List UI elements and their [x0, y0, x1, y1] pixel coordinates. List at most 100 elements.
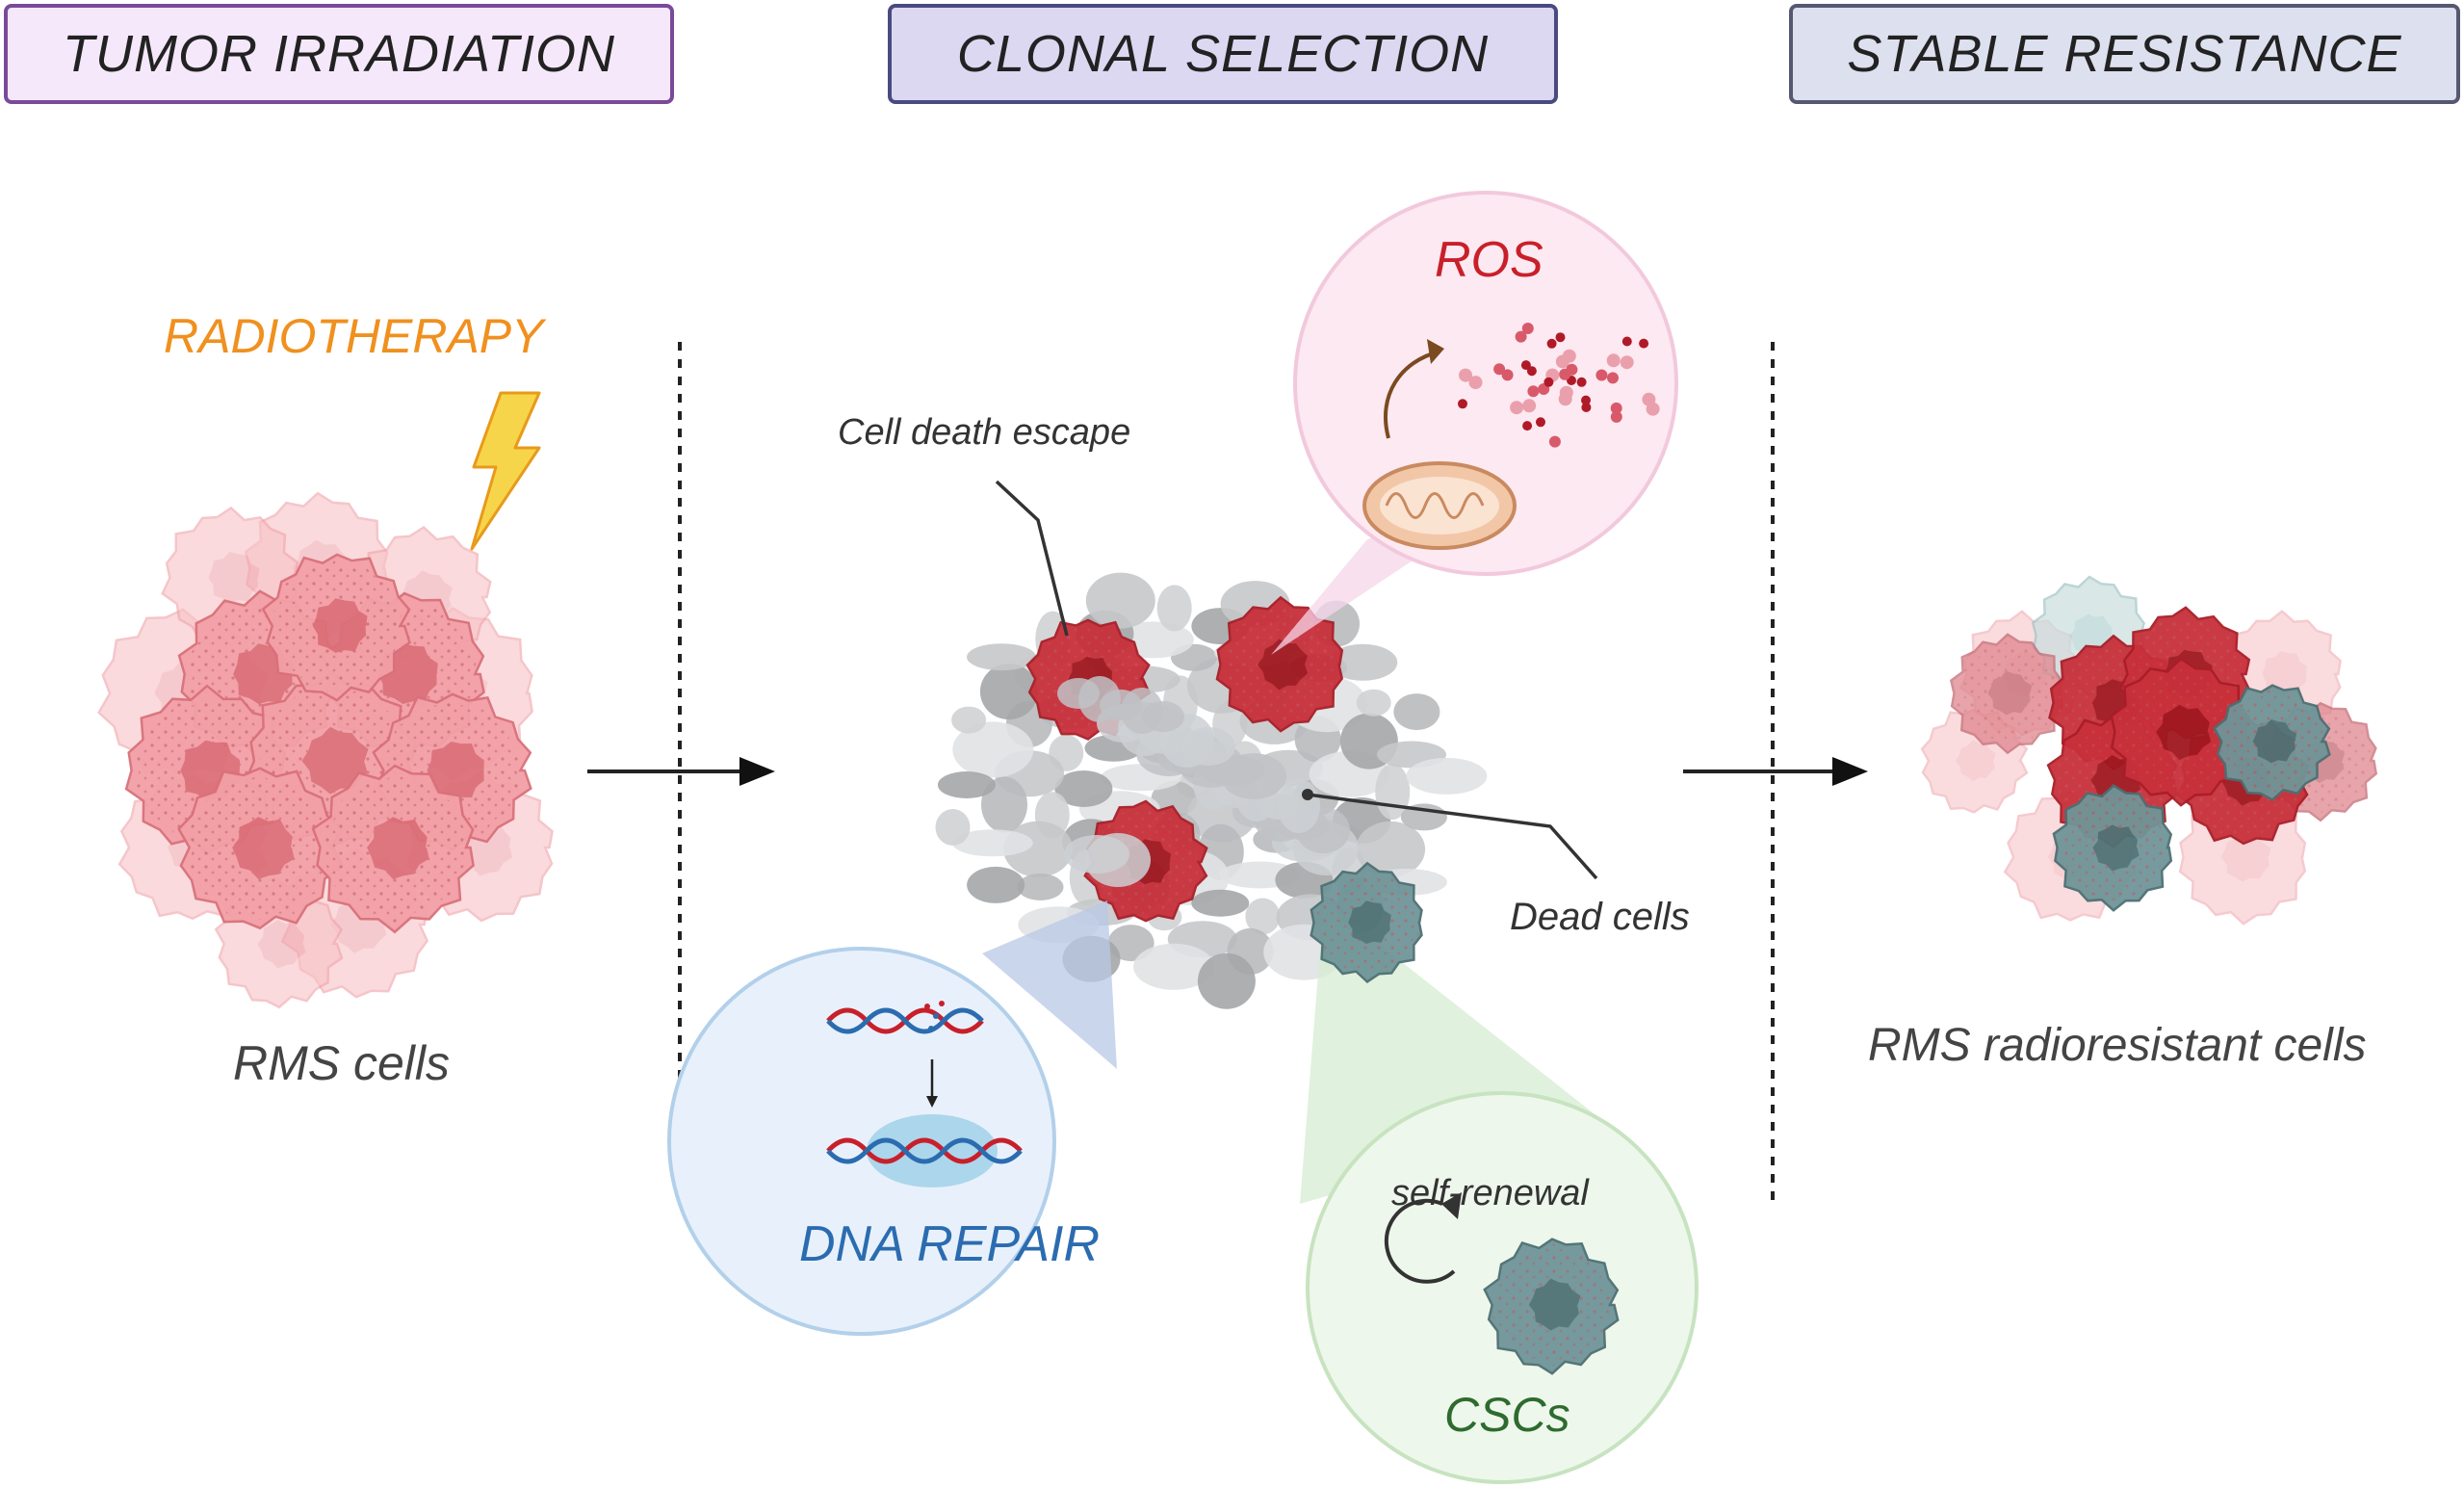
surviving-red-cells	[1025, 595, 1359, 923]
ros-label: ROS	[1435, 232, 1543, 288]
ros-particle	[1558, 392, 1572, 406]
teal-cell	[2213, 684, 2331, 802]
ros-arrow-icon	[1383, 350, 1440, 439]
self-renewal-label: self-renewal	[1391, 1173, 1589, 1213]
ros-particle	[1526, 366, 1537, 377]
radiotherapy-label: RADIOTHERAPY	[164, 309, 544, 363]
dead-cell	[1197, 952, 1256, 1009]
rms-radioresistant-cells-label: RMS radioresistant cells	[1868, 1020, 2367, 1071]
dna-strand-repaired-icon	[826, 1137, 1023, 1164]
ros-particle	[1521, 323, 1534, 334]
dna-strand-broken-icon	[826, 1001, 984, 1034]
dna-callout-wedge	[982, 900, 1117, 1069]
ros-particle	[1621, 336, 1632, 347]
header-tumor-irradiation: TUMOR IRRADIATION	[4, 4, 674, 104]
rms-cell	[261, 553, 411, 702]
red-cell	[1215, 595, 1344, 733]
cscs-label: CSCs	[1444, 1388, 1570, 1442]
dead-cells-label: Dead cells	[1510, 896, 1690, 938]
dead-cell	[1328, 643, 1398, 681]
ros-particle	[1527, 385, 1540, 398]
header-clonal-selection: CLONAL SELECTION	[888, 4, 1558, 104]
ros-particle	[1555, 332, 1566, 343]
ros-particle	[1576, 377, 1587, 387]
dead-cell	[1181, 727, 1235, 766]
ros-particle	[1468, 376, 1483, 390]
ros-particle	[1515, 330, 1527, 343]
cancer-stem-cell	[1310, 861, 1423, 983]
dead-cell	[1393, 693, 1440, 731]
dead-cell	[1221, 753, 1286, 799]
dead-cell	[1156, 585, 1192, 632]
ros-particle	[1493, 363, 1506, 376]
ros-particle	[1610, 402, 1622, 414]
arrow-right	[1683, 757, 1868, 786]
ros-particle	[1646, 402, 1660, 416]
ros-particle	[1522, 421, 1533, 431]
dead-cell	[967, 643, 1036, 671]
dead-cell	[1278, 779, 1320, 833]
teal-cell	[2052, 784, 2173, 912]
rms-cell-cluster	[97, 491, 554, 1009]
dead-cell	[1245, 898, 1281, 935]
dead-cell	[937, 771, 996, 798]
ros-particle	[1501, 369, 1514, 381]
cell-death-escape-label: Cell death escape	[838, 412, 1131, 453]
dead-cell	[951, 706, 987, 734]
ros-particle	[1510, 401, 1524, 415]
dead-cell	[1017, 874, 1064, 900]
dead-cell	[1133, 943, 1215, 990]
ros-particle	[1639, 338, 1649, 349]
rms-cell	[311, 764, 475, 934]
dead-cell	[1054, 770, 1113, 807]
dead-cell	[951, 829, 1033, 857]
ros-particle	[1566, 363, 1578, 376]
dead-cell	[1085, 833, 1151, 887]
ros-particle	[1595, 369, 1608, 381]
teal-cell	[1483, 1238, 1620, 1375]
ros-particle	[1459, 368, 1472, 382]
red-cell	[2110, 657, 2250, 807]
repair-enzyme-icon	[867, 1114, 998, 1187]
dead-cell	[952, 721, 1034, 778]
ros-particle	[1607, 372, 1619, 384]
dead-cell	[1142, 701, 1184, 732]
arrow-left	[587, 757, 775, 786]
dead-cell	[1406, 757, 1488, 795]
dead-cell	[979, 664, 1038, 720]
ros-particle	[1562, 349, 1576, 363]
pink-cell	[1949, 633, 2063, 755]
ros-particle	[1620, 355, 1634, 370]
ros-particle	[1546, 338, 1557, 349]
dead-cell	[967, 866, 1025, 903]
ros-particle	[1548, 435, 1561, 448]
header-stable-resistance: STABLE RESISTANCE	[1789, 4, 2460, 104]
mitochondrion-icon	[1362, 461, 1517, 550]
ros-particle	[1520, 360, 1531, 371]
ros-particles	[1458, 323, 1660, 448]
rms-cells-label: RMS cells	[233, 1036, 451, 1090]
cell-death-escape-leader	[995, 480, 1069, 637]
header-clonal-selection-label: CLONAL SELECTION	[956, 25, 1490, 83]
ros-particle	[1536, 417, 1545, 428]
dead-cell	[1356, 689, 1391, 717]
teal-cell	[1310, 861, 1423, 983]
rms-cell	[177, 767, 345, 930]
dead-cell	[1085, 572, 1155, 629]
dna-bubble	[667, 947, 1056, 1336]
ros-particle	[1522, 399, 1537, 413]
dead-cell	[1356, 821, 1426, 877]
dead-cell	[1191, 889, 1250, 917]
ros-particle	[1543, 377, 1554, 387]
ros-particle	[1606, 353, 1621, 368]
dead-cells-leader	[1307, 793, 1598, 880]
header-tumor-irradiation-label: TUMOR IRRADIATION	[63, 25, 615, 83]
ros-particle	[1581, 395, 1591, 405]
ros-particle	[1610, 410, 1622, 423]
csc-bubble-cell	[1483, 1238, 1620, 1375]
radioresistant-cell-cluster	[1920, 575, 2378, 926]
lightning-bolt-icon	[470, 391, 541, 551]
ros-particle	[1458, 399, 1467, 409]
